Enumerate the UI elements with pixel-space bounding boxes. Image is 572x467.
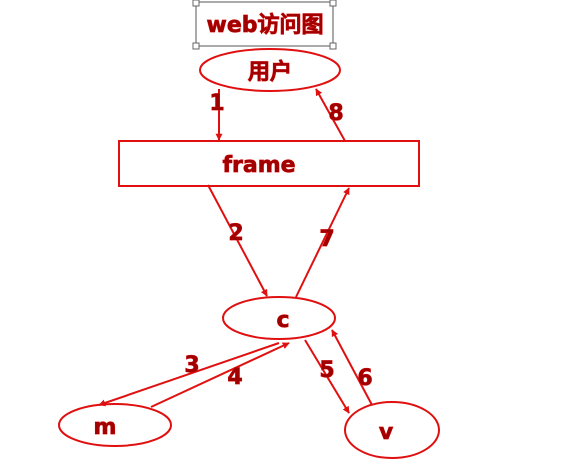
- node-user-shape: [199, 48, 341, 92]
- edge-5-label: 5: [319, 358, 334, 383]
- node-c[interactable]: c: [222, 296, 336, 340]
- edge-2-arrow: [207, 184, 268, 297]
- diagram-title: web访问图: [207, 12, 324, 38]
- node-m[interactable]: m: [58, 403, 172, 447]
- title-box[interactable]: web访问图: [192, 0, 337, 50]
- edge-3[interactable]: 3: [98, 342, 280, 407]
- edge-7-arrow: [295, 187, 350, 298]
- resize-handle-bottom-right[interactable]: [329, 42, 337, 50]
- node-v-label: v: [379, 420, 394, 445]
- node-m-label: m: [94, 415, 117, 440]
- node-frame-shape: [118, 140, 420, 187]
- node-user-label: 用户: [248, 59, 292, 85]
- edge-5[interactable]: 5: [304, 339, 350, 414]
- edge-7[interactable]: 7: [295, 187, 350, 298]
- resize-handle-top-right[interactable]: [329, 0, 337, 7]
- edge-4[interactable]: 4: [150, 342, 290, 408]
- edge-3-arrow: [98, 342, 280, 407]
- edge-6[interactable]: 6: [331, 329, 373, 406]
- node-user[interactable]: 用户: [199, 48, 341, 92]
- edge-1-label: 1: [209, 91, 224, 116]
- edge-6-arrow: [331, 329, 373, 406]
- edge-4-label: 4: [227, 365, 242, 390]
- edge-8-label: 8: [328, 101, 343, 126]
- node-v[interactable]: v: [344, 401, 440, 459]
- resize-handle-top-left[interactable]: [192, 0, 200, 7]
- node-m-shape: [58, 403, 172, 447]
- node-c-shape: [222, 296, 336, 340]
- node-v-shape: [344, 401, 440, 459]
- edge-2-label: 2: [228, 221, 243, 246]
- edge-6-label: 6: [357, 366, 372, 391]
- edge-7-label: 7: [319, 227, 334, 252]
- edge-1[interactable]: 1: [209, 89, 225, 141]
- edge-5-arrow: [304, 339, 350, 414]
- node-frame[interactable]: frame: [118, 140, 420, 187]
- edge-4-arrow: [150, 342, 290, 408]
- edge-8[interactable]: 8: [315, 88, 346, 142]
- edge-2[interactable]: 2: [207, 184, 268, 297]
- title-frame: [195, 1, 334, 47]
- edge-8-arrow: [315, 88, 346, 142]
- resize-handle-bottom-left[interactable]: [192, 42, 200, 50]
- node-c-label: c: [276, 308, 289, 333]
- edge-3-label: 3: [184, 353, 199, 378]
- node-frame-label: frame: [222, 153, 295, 178]
